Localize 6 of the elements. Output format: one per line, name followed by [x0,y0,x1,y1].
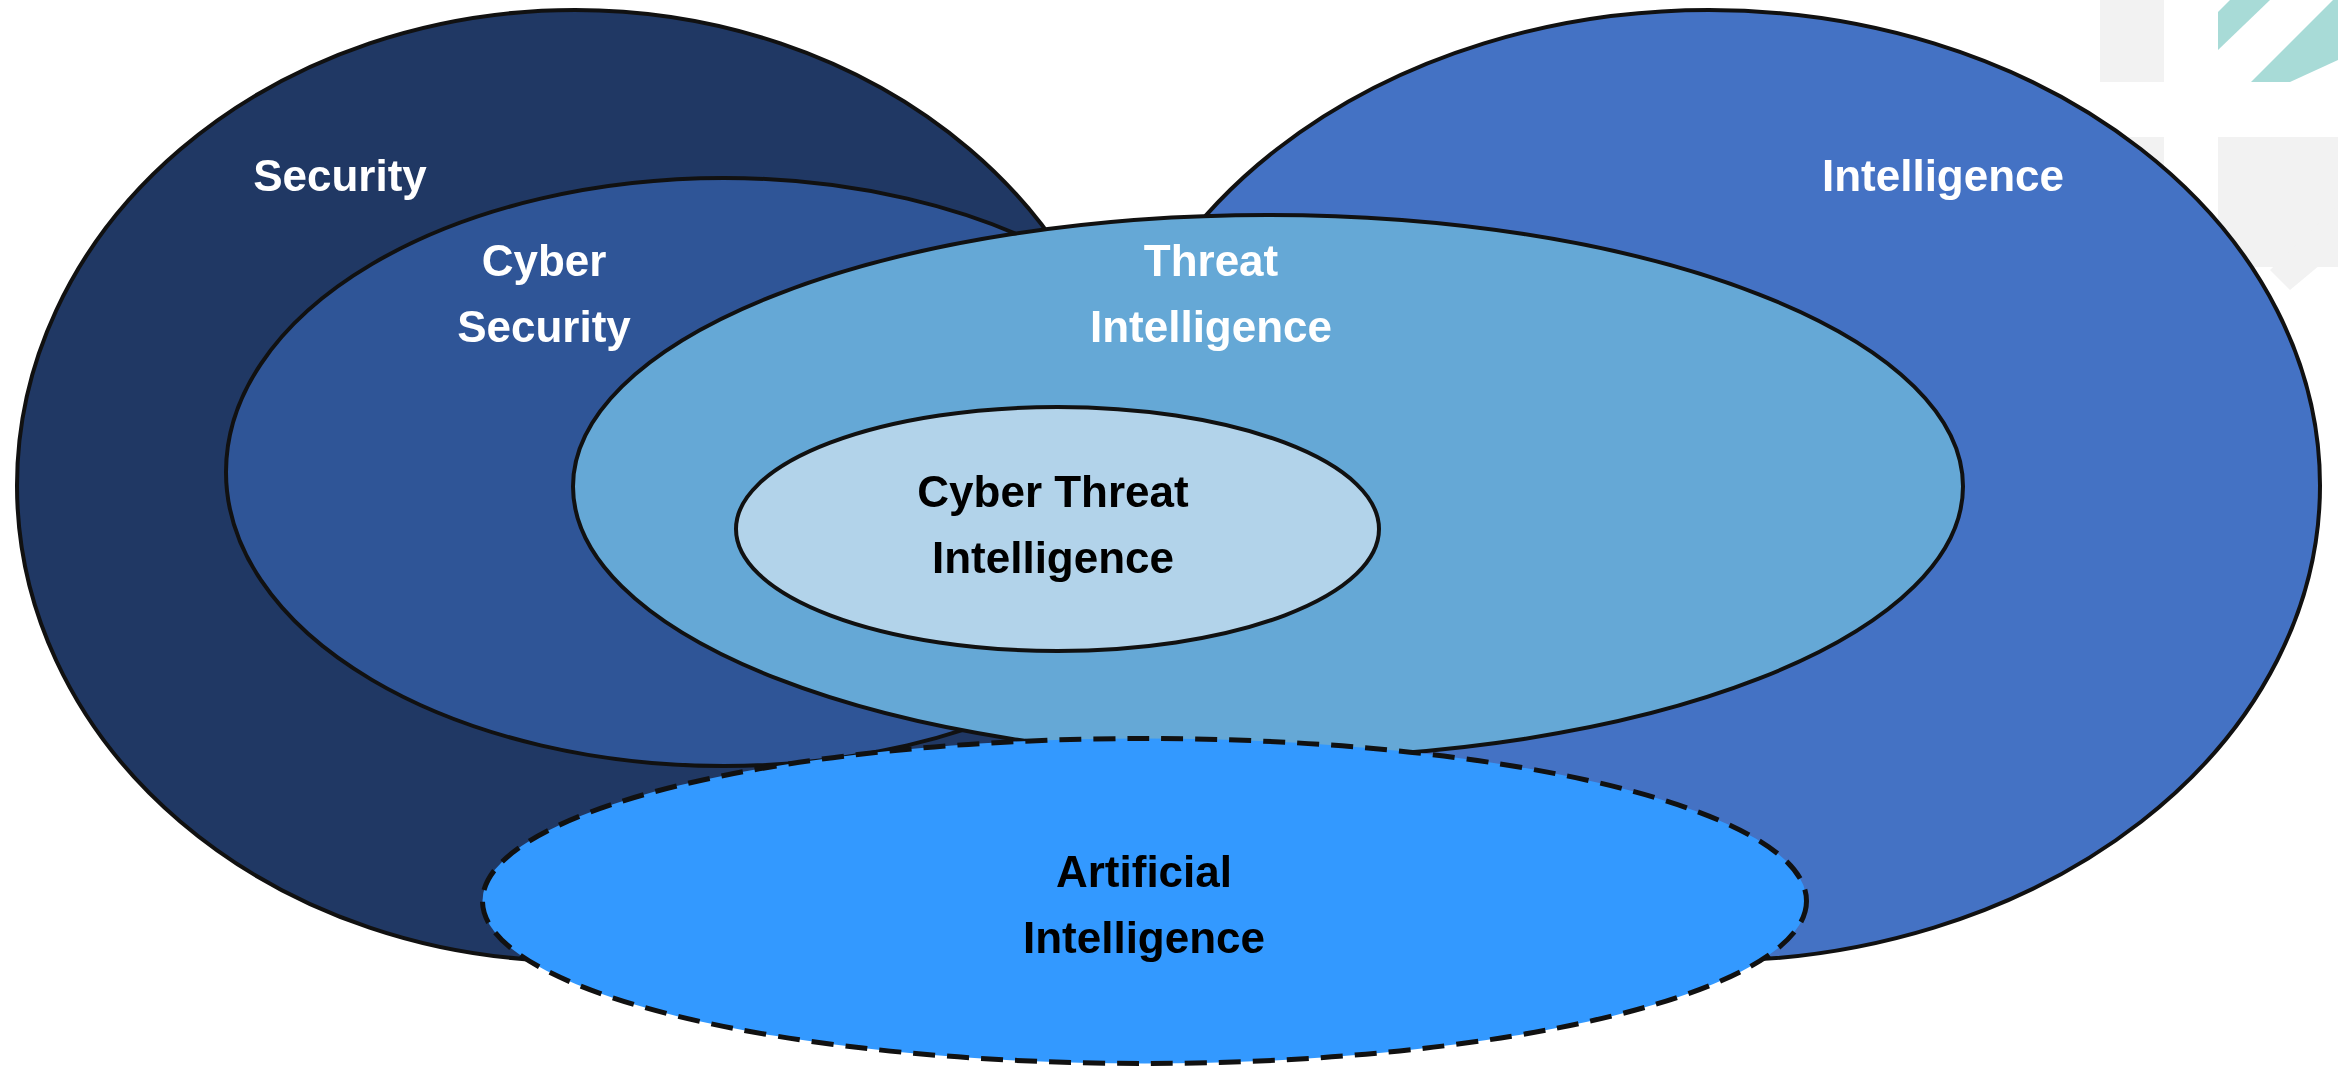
set-label: Security [252,150,428,202]
set-label: Threat Intelligence [1088,235,1334,353]
set-label: Cyber Threat Intelligence [916,466,1190,584]
set-label: Intelligence [1820,150,2066,202]
set-label: Artificial Intelligence [1021,846,1267,964]
set-label: Cyber Security [456,235,632,353]
